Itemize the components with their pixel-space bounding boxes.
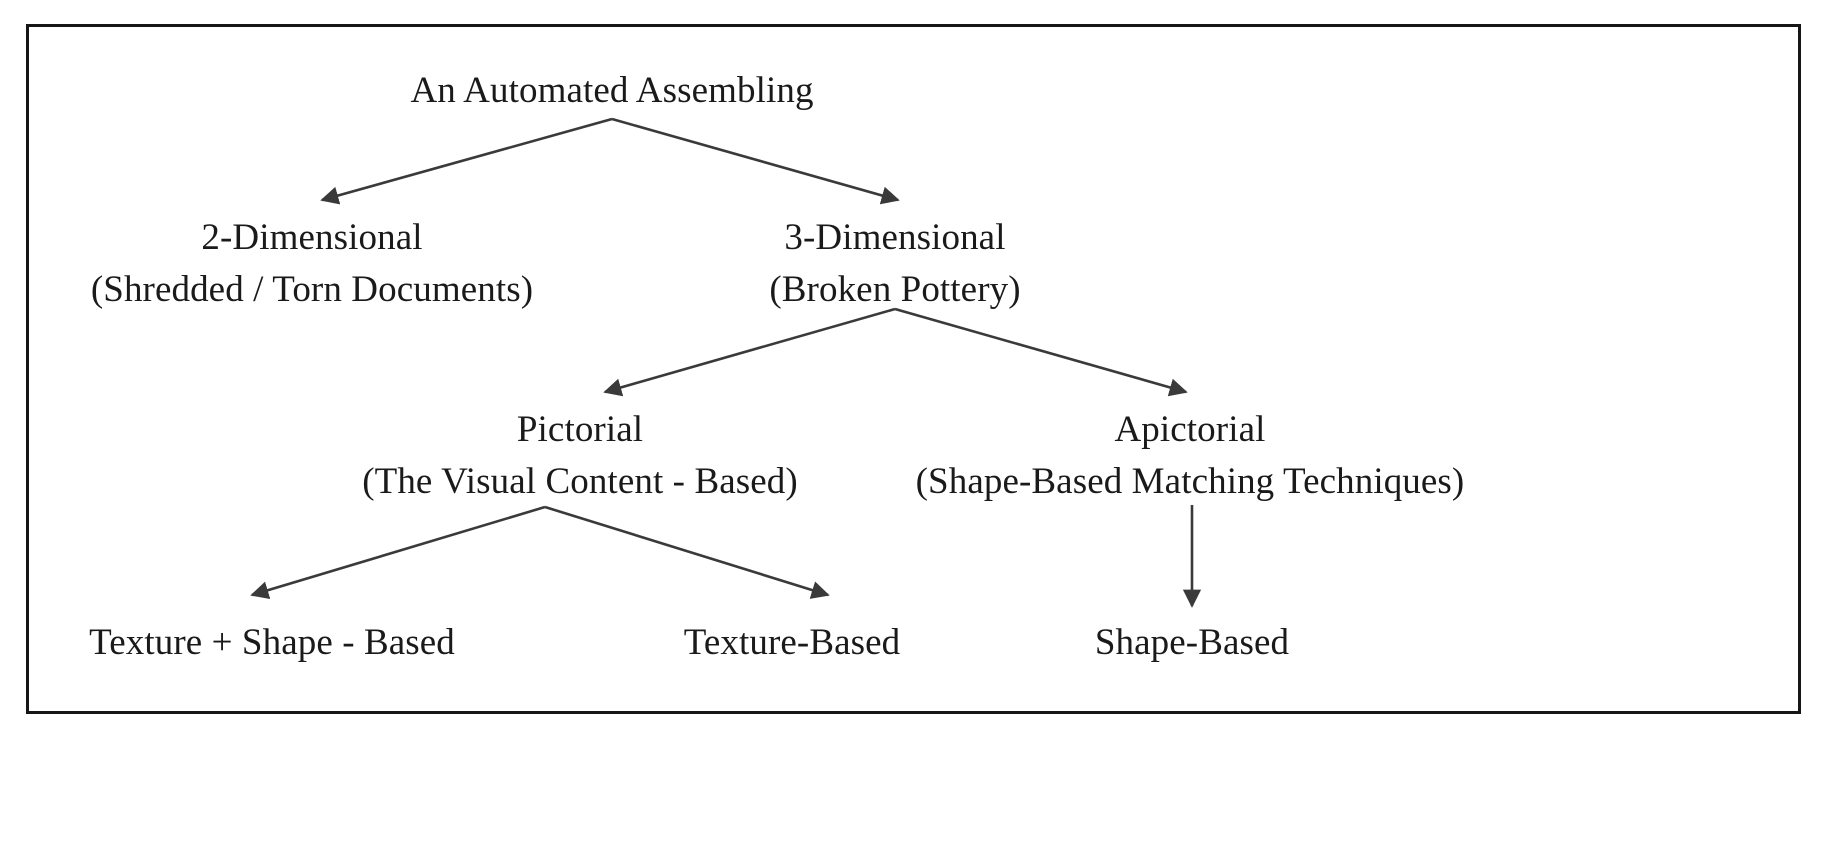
figure-border [26, 24, 1801, 714]
node-three-dimensional: 3-Dimensional (Broken Pottery) [769, 215, 1020, 312]
node-shape-based: Shape-Based [1095, 620, 1289, 665]
node-texture-shape-based: Texture + Shape - Based [89, 620, 455, 665]
node-three-dimensional-label: 3-Dimensional [784, 217, 1006, 258]
node-root-label: An Automated Assembling [410, 70, 814, 111]
node-texture-based-label: Texture-Based [683, 622, 901, 663]
node-apictorial: Apictorial (Shape-Based Matching Techniq… [916, 407, 1465, 504]
node-apictorial-label: Apictorial [1114, 409, 1266, 450]
node-two-dimensional-label: 2-Dimensional [201, 217, 423, 258]
node-apictorial-sublabel: (Shape-Based Matching Techniques) [915, 461, 1465, 503]
node-root: An Automated Assembling [410, 68, 813, 113]
node-two-dimensional-sublabel: (Shredded / Torn Documents) [90, 269, 534, 311]
node-three-dimensional-sublabel: (Broken Pottery) [769, 269, 1021, 311]
node-pictorial: Pictorial (The Visual Content - Based) [362, 407, 798, 504]
node-texture-shape-based-label: Texture + Shape - Based [89, 622, 455, 663]
node-pictorial-label: Pictorial [516, 409, 644, 450]
node-texture-based: Texture-Based [684, 620, 901, 665]
node-shape-based-label: Shape-Based [1094, 622, 1290, 663]
node-pictorial-sublabel: (The Visual Content - Based) [362, 461, 798, 503]
node-two-dimensional: 2-Dimensional (Shredded / Torn Documents… [91, 215, 533, 312]
